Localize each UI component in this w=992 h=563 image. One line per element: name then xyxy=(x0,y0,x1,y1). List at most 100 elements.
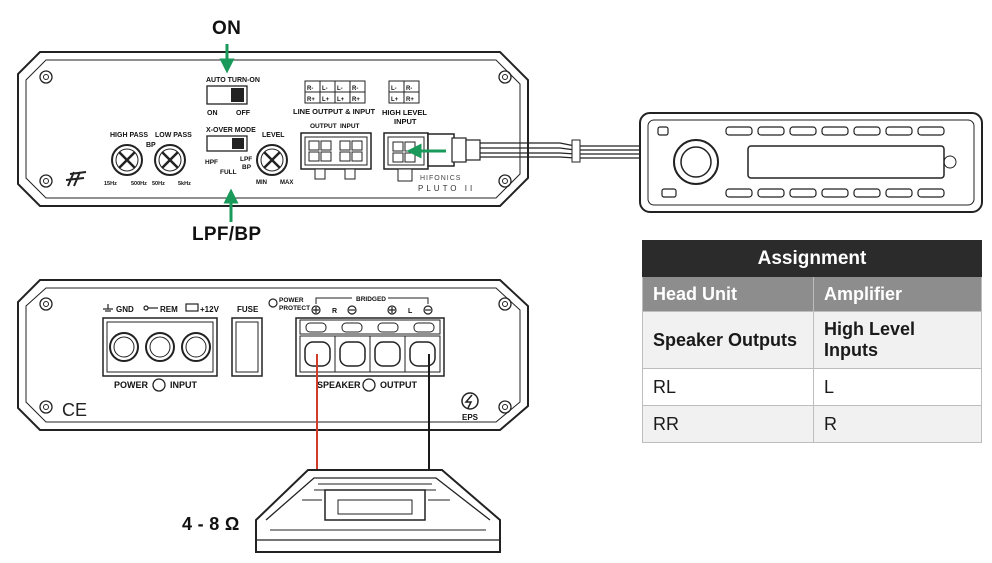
fuse-label: FUSE xyxy=(237,305,259,314)
r-label: R xyxy=(332,308,337,315)
line-pin-label: R+ xyxy=(307,97,315,103)
lpf-label: LPF xyxy=(240,156,252,163)
hl-pin-label: R- xyxy=(406,86,412,92)
plus-icon xyxy=(311,305,321,315)
screw-icon xyxy=(498,297,512,311)
hp-max-label: 500Hz xyxy=(131,181,147,187)
full-label: FULL xyxy=(220,169,237,176)
volume-knob-icon xyxy=(673,139,719,185)
line-pin-label: R- xyxy=(352,86,358,92)
table-caption-row: Assignment xyxy=(642,240,982,277)
screw-icon xyxy=(39,297,53,311)
table-row: RL L xyxy=(642,368,982,406)
power-input-terminal-block[interactable] xyxy=(102,317,218,377)
auto-turn-on-label: AUTO TURN-ON xyxy=(206,77,260,84)
output-label: OUTPUT xyxy=(310,123,337,130)
minus-icon xyxy=(347,305,357,315)
level-max-label: MAX xyxy=(280,180,293,186)
level-min-label: MIN xyxy=(256,180,267,186)
line-pin-label: R+ xyxy=(352,97,360,103)
eps-label: EPS xyxy=(462,413,479,422)
table-cell-amplifier: L xyxy=(813,368,982,406)
amplifier-front-panel: AUTO TURN-ON ON OFF X-OVER MODE HPF LPF … xyxy=(17,51,529,207)
table-cell-head-unit: RL xyxy=(642,368,814,406)
subheader-speaker-outputs: Speaker Outputs xyxy=(642,311,814,369)
switch-off-label: OFF xyxy=(236,110,251,117)
speaker-output-label-2: OUTPUT xyxy=(380,380,418,390)
power-input-led-icon xyxy=(152,378,166,392)
col-header-amplifier: Amplifier xyxy=(813,276,982,312)
minus-icon xyxy=(423,305,433,315)
low-pass-label: LOW PASS xyxy=(155,132,192,139)
screw-icon xyxy=(39,174,53,188)
table-caption: Assignment xyxy=(642,240,982,277)
level-label: LEVEL xyxy=(262,132,285,139)
brand-logo-icon xyxy=(65,171,87,187)
assignment-table: Assignment Head Unit Amplifier Speaker O… xyxy=(642,240,982,443)
radio-display xyxy=(747,145,945,179)
head-unit-radio xyxy=(639,112,983,213)
table-cell-head-unit: RR xyxy=(642,405,814,443)
table-subheader-row: Speaker Outputs High Level Inputs xyxy=(642,311,982,369)
table-row: RR R xyxy=(642,405,982,443)
high-level-pin-grid: L- R- L+ R+ xyxy=(388,80,420,104)
hpf-label: HPF xyxy=(205,159,218,166)
brand-text: PLUTO II xyxy=(418,184,475,193)
high-pass-label: HIGH PASS xyxy=(110,132,148,139)
impedance-callout: 4 - 8 Ω xyxy=(182,514,240,534)
fuse-holder[interactable] xyxy=(231,317,263,377)
screw-icon xyxy=(498,174,512,188)
line-pin-label: L+ xyxy=(322,97,330,103)
on-callout: ON xyxy=(212,18,242,39)
screw-icon xyxy=(39,70,53,84)
power-protect-label-1: POWER xyxy=(279,297,304,304)
harness-plug xyxy=(427,133,640,167)
lp-max-label: 5kHz xyxy=(178,181,191,187)
low-pass-knob[interactable] xyxy=(154,144,186,176)
level-knob[interactable] xyxy=(256,144,288,176)
high-pass-knob[interactable] xyxy=(111,144,143,176)
high-level-input-label-1: HIGH LEVEL xyxy=(382,108,427,117)
battery-icon xyxy=(185,303,199,312)
screw-icon xyxy=(39,400,53,414)
brand-top-text: HIFONICS xyxy=(420,175,461,182)
line-pin-grid: R- L- L- R- R+ L+ L+ R+ xyxy=(304,80,366,104)
speaker-output-label-1: SPEAKER xyxy=(317,380,361,390)
power-input-label-1: POWER xyxy=(114,380,149,390)
speaker-output-led-icon xyxy=(362,378,376,392)
bp-label: BP xyxy=(146,142,156,149)
line-pin-label: L+ xyxy=(337,97,345,103)
hl-pin-label: L+ xyxy=(391,97,399,103)
line-pin-label: L- xyxy=(322,86,328,92)
bridged-label: BRIDGED xyxy=(356,296,386,303)
high-level-input-label-2: INPUT xyxy=(394,117,417,126)
xover-mode-label: X-OVER MODE xyxy=(206,127,256,134)
screw-icon xyxy=(498,70,512,84)
eps-icon xyxy=(461,392,479,410)
plus-icon xyxy=(387,305,397,315)
line-pin-label: L- xyxy=(337,86,343,92)
switch-on-label: ON xyxy=(207,110,218,117)
line-output-input-connector[interactable] xyxy=(300,132,372,180)
lp-min-label: 50Hz xyxy=(152,181,165,187)
gnd-label: GND xyxy=(116,305,134,314)
power-protect-led-icon xyxy=(268,298,278,308)
col-header-head-unit: Head Unit xyxy=(642,276,814,312)
input-label: INPUT xyxy=(340,123,360,130)
plus12v-label: +12V xyxy=(200,305,220,314)
speaker-output-terminal-block[interactable] xyxy=(295,317,445,377)
ce-mark: CE xyxy=(62,400,87,420)
line-output-input-label: LINE OUTPUT & INPUT xyxy=(293,107,376,116)
high-level-input-connector[interactable] xyxy=(383,132,429,182)
power-protect-label-2: PROTECT xyxy=(279,305,310,312)
power-input-label-2: INPUT xyxy=(170,380,198,390)
screw-icon xyxy=(498,400,512,414)
hl-pin-label: R+ xyxy=(406,97,414,103)
amplifier-rear-panel: GND REM +12V POWER INPUT FUSE POWER xyxy=(17,279,529,431)
hl-pin-label: L- xyxy=(391,86,397,92)
ground-icon xyxy=(103,304,113,312)
l-label: L xyxy=(408,308,413,315)
table-header-row: Head Unit Amplifier xyxy=(642,276,982,312)
lpf-bp-callout: LPF/BP xyxy=(192,224,262,245)
